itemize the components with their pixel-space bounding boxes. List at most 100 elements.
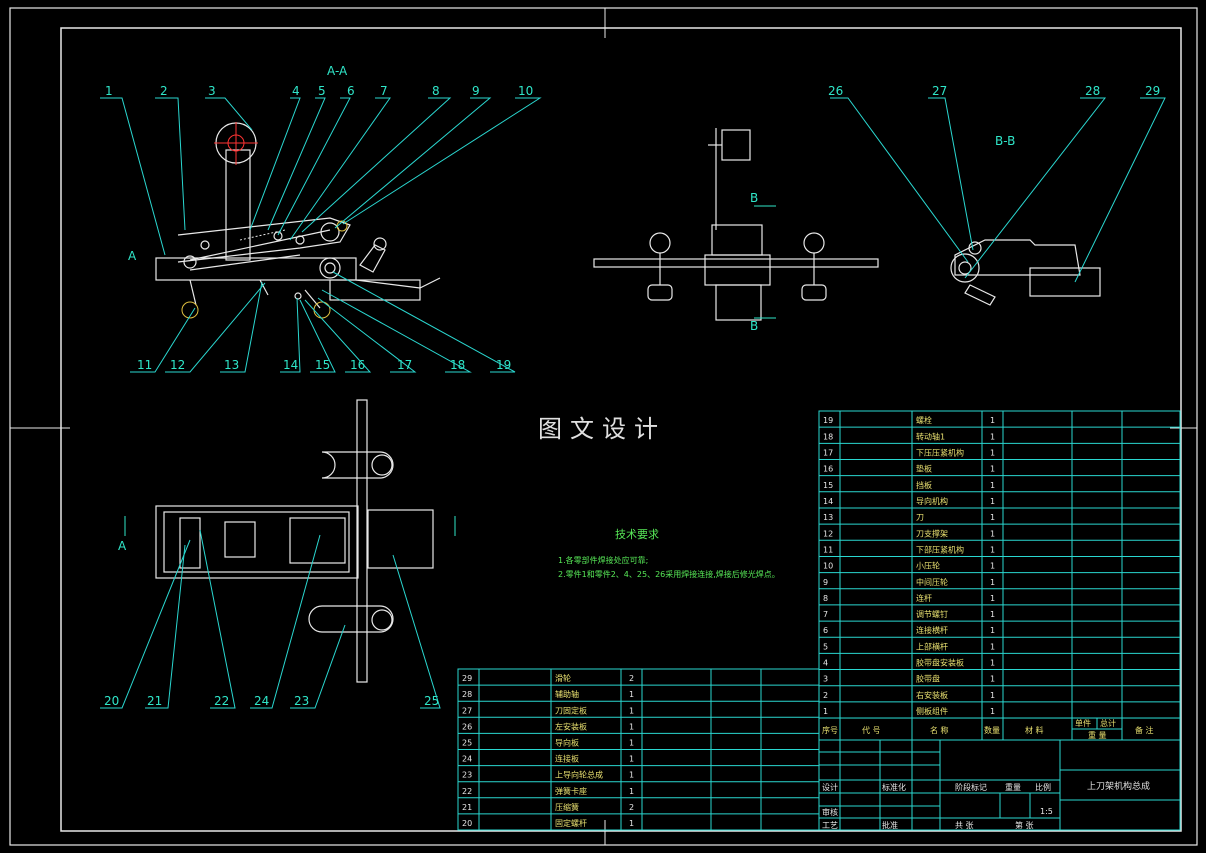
drawing-title: 上刀架机构总成 [1087,780,1150,792]
part-name: 垫板 [916,464,932,474]
balloon-6: 6 [347,84,355,98]
balloon-13: 13 [224,358,239,372]
part-qty: 1 [990,448,995,457]
balloon-8: 8 [432,84,440,98]
balloon-23: 23 [294,694,309,708]
leaders-aa-top [100,97,542,256]
balloon-4: 4 [292,84,300,98]
part-qty: 1 [990,626,995,635]
part-no: 17 [823,448,833,457]
part-name: 下部压紧机构 [916,544,964,554]
part-no: 27 [462,706,472,715]
part-name: 调节螺钉 [916,609,948,619]
table-row: 5 上部横杆 1 [823,641,995,651]
table-row: 21 压缩簧 2 [462,802,634,812]
part-name: 连接横杆 [916,625,948,635]
section-bb-label: B-B [995,134,1015,148]
hdr-single: 单件 [1075,718,1091,728]
plan-view: A 20 21 22 24 23 25 [100,399,456,709]
balloon-22: 22 [214,694,229,708]
sheet-number: 第 张 [1015,820,1034,830]
part-no: 7 [823,610,828,619]
balloon-12: 12 [170,358,185,372]
balloon-2: 2 [160,84,168,98]
part-no: 29 [462,674,472,683]
balloon-1: 1 [105,84,113,98]
balloon-20: 20 [104,694,119,708]
part-name: 胶带盘 [916,674,940,684]
part-qty: 1 [990,432,995,441]
parts-header: 序号 代 号 名 称 数量 材 料 单件 总计 重 量 备 注 [818,717,1181,741]
part-qty: 1 [990,416,995,425]
part-name: 上部横杆 [916,641,948,651]
part-no: 3 [823,675,828,684]
balloon-16: 16 [350,358,365,372]
part-qty: 1 [990,562,995,571]
hdr-qty: 数量 [984,725,1000,735]
table-row: 11 下部压紧机构 1 [823,544,995,554]
part-no: 5 [823,642,828,651]
part-no: 11 [823,545,833,554]
balloon-labels-mid: 11 12 13 14 15 16 17 18 19 [137,358,511,372]
part-no: 19 [823,416,833,425]
table-row: 13 刀 1 [823,513,995,522]
part-no: 18 [823,432,833,441]
watermark: 图文设计 [538,415,666,443]
table-row: 29 滑轮 2 [462,673,634,683]
part-name: 弹簧卡座 [555,786,587,796]
part-qty: 1 [629,787,634,796]
part-qty: 2 [629,803,634,812]
part-qty: 1 [990,497,995,506]
part-name: 中间压轮 [916,577,948,587]
part-qty: 1 [629,771,634,780]
part-no: 26 [462,722,472,731]
technical-notes: 技术要求 1.各零部件焊接处应可靠; 2.零件1和零件2、4、25、26采用焊接… [558,528,780,579]
part-qty: 1 [990,513,995,522]
part-no: 9 [823,578,828,587]
approve-label: 批准 [882,820,898,830]
part-qty: 1 [990,642,995,651]
part-no: 13 [823,513,833,522]
part-qty: 1 [629,722,634,731]
leaders-aa-bottom [130,271,516,373]
title-block: 上刀架机构总成 阶段标记 重量 比例 1:5 共 张 第 张 设计 标准化 审核… [818,739,1181,831]
part-qty: 2 [629,674,634,683]
part-no: 25 [462,739,472,748]
part-name: 压缩簧 [555,802,579,812]
part-name: 刀 [916,513,924,522]
part-qty: 1 [629,755,634,764]
part-no: 21 [462,803,472,812]
part-no: 4 [823,659,828,668]
part-name: 上导向轮总成 [555,770,603,780]
part-no: 23 [462,771,472,780]
part-qty: 1 [629,819,634,828]
front-view: B B [593,128,879,333]
part-qty: 1 [990,545,995,554]
part-no: 1 [823,707,828,716]
part-name: 左安装板 [555,721,587,731]
scale-value: 1:5 [1040,807,1053,816]
table-row: 26 左安装板 1 [462,721,634,731]
part-name: 滑轮 [555,673,571,683]
part-name: 辅助轴 [555,689,579,699]
hdr-code: 代 号 [862,725,881,735]
part-name: 螺栓 [916,415,932,425]
part-name: 导向机构 [916,496,948,506]
part-no: 24 [462,755,472,764]
part-no: 20 [462,819,472,828]
